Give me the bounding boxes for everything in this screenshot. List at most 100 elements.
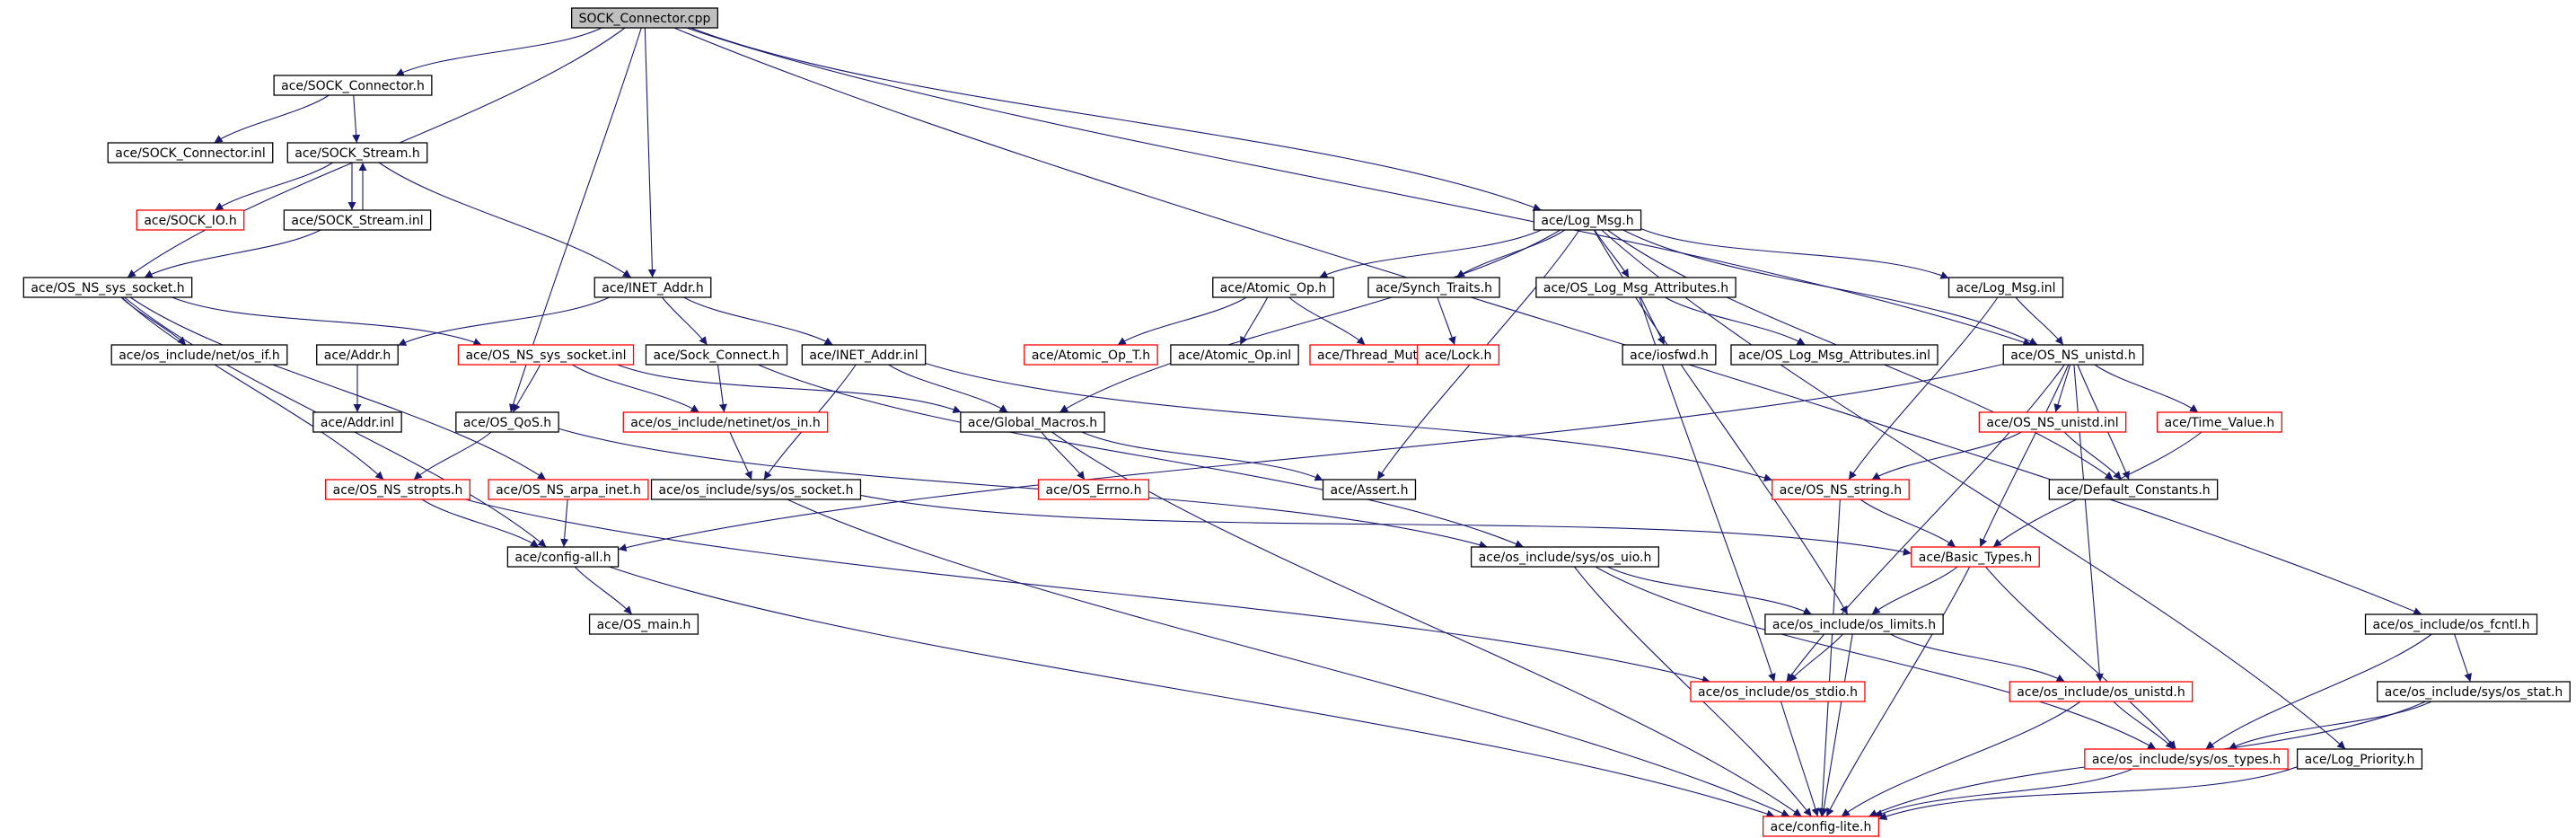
node-box	[312, 411, 402, 433]
node-ace-log-msg-inl[interactable]: ace/Log_Msg.inl	[1947, 277, 2064, 298]
edge-ace-os-ns-unistd-h-to-ace-os-include-os-unistd-h	[2073, 364, 2104, 683]
node-box	[1762, 816, 1880, 837]
edge-ace-os-ns-string-h-to-ace-basic-types-h	[1859, 498, 1956, 548]
edge-ace-os-include-sys-os-types-h-to-ace-config-lite-h	[1874, 768, 2133, 817]
node-ace-inet-addr-inl[interactable]: ace/INET_Addr.inl	[801, 344, 927, 366]
node-ace-os-include-sys-os-socket-h[interactable]: ace/os_include/sys/os_socket.h	[650, 479, 862, 500]
node-ace-os-include-sys-os-types-h[interactable]: ace/os_include/sys/os_types.h	[2084, 748, 2289, 770]
node-label: ace/os_include/os_unistd.h	[2017, 685, 2185, 700]
edge-ace-os-qos-h-to-ace-os-include-sys-os-uio-h	[558, 428, 1488, 549]
node-ace-sock-io-h[interactable]: ace/SOCK_IO.h	[136, 209, 245, 231]
node-label: ace/os_include/sys/os_stat.h	[2385, 685, 2563, 700]
node-box	[1911, 546, 2040, 568]
node-label: ace/OS_Log_Msg_Attributes.h	[1543, 281, 1728, 296]
node-box	[2296, 748, 2423, 770]
node-ace-config-lite-h[interactable]: ace/config-lite.h	[1762, 816, 1880, 837]
edge-ace-os-include-sys-os-uio-h-to-ace-os-include-sys-os-types-h	[1595, 566, 2157, 750]
edge-ace-os-ns-sys-socket-h-to-ace-os-ns-arpa-inet-h	[129, 296, 547, 481]
node-ace-sock-stream-inl[interactable]: ace/SOCK_Stream.inl	[283, 209, 432, 231]
node-label: ace/os_include/os_limits.h	[1772, 618, 1936, 632]
node-ace-os-ns-arpa-inet-h[interactable]: ace/OS_NS_arpa_inet.h	[488, 479, 649, 500]
node-ace-lock-h[interactable]: ace/Lock.h	[1416, 344, 1500, 366]
node-ace-log-priority-h[interactable]: ace/Log_Priority.h	[2296, 748, 2423, 770]
node-ace-os-include-net-os-if-h[interactable]: ace/os_include/net/os_if.h	[110, 344, 288, 366]
node-ace-os-ns-string-h[interactable]: ace/OS_NS_string.h	[1772, 479, 1910, 500]
node-box	[22, 277, 193, 298]
edge-ace-os-ns-sys-socket-h-to-ace-os-include-net-os-if-h	[120, 296, 187, 346]
node-ace-os-main-h[interactable]: ace/OS_main.h	[588, 613, 699, 635]
node-label: ace/Atomic_Op.inl	[1178, 348, 1291, 363]
node-label: ace/Global_Macros.h	[968, 416, 1097, 430]
edge-ace-log-msg-h-to-ace-os-log-msg-attributes-h	[1594, 229, 1630, 278]
edge-ace-global-macros-h-to-ace-assert-h	[1081, 431, 1323, 481]
node-label: ace/Default_Constants.h	[2056, 483, 2210, 498]
node-ace-basic-types-h[interactable]: ace/Basic_Types.h	[1911, 546, 2040, 568]
edge-ace-os-ns-unistd-h-to-ace-config-all-h	[618, 363, 2004, 552]
node-box	[1367, 277, 1500, 298]
node-ace-os-include-sys-os-uio-h[interactable]: ace/os_include/sys/os_uio.h	[1470, 546, 1660, 568]
node-ace-os-log-msg-attributes-h[interactable]: ace/OS_Log_Msg_Attributes.h	[1535, 277, 1736, 298]
edge-ace-os-include-sys-os-stat-h-to-ace-os-include-sys-os-types-h	[2228, 701, 2432, 750]
edge-ace-sock-connect-h-to-ace-os-include-sys-os-uio-h	[757, 364, 1525, 548]
node-ace-os-ns-unistd-inl[interactable]: ace/OS_NS_unistd.inl	[1978, 411, 2127, 433]
node-ace-sock-connector-h[interactable]: ace/SOCK_Connector.h	[273, 75, 433, 96]
node-ace-os-include-netinet-os-in-h[interactable]: ace/os_include/netinet/os_in.h	[622, 411, 829, 433]
node-ace-os-errno-h[interactable]: ace/OS_Errno.h	[1037, 479, 1150, 500]
edge-ace-os-ns-sys-socket-h-to-ace-os-ns-stropts-h	[121, 296, 384, 481]
node-ace-os-include-os-fcntl-h[interactable]: ace/os_include/os_fcntl.h	[2364, 613, 2538, 635]
node-ace-os-include-sys-os-stat-h[interactable]: ace/os_include/sys/os_stat.h	[2377, 681, 2571, 702]
node-ace-os-include-os-stdio-h[interactable]: ace/os_include/os_stdio.h	[1690, 681, 1866, 702]
node-sock-connector-cpp[interactable]: SOCK_Connector.cpp	[570, 7, 719, 29]
edge-sock-connector-cpp-to-ace-os-include-os-fcntl-h	[673, 27, 2422, 615]
node-ace-os-include-os-unistd-h[interactable]: ace/os_include/os_unistd.h	[2009, 681, 2194, 702]
node-ace-config-all-h[interactable]: ace/config-all.h	[506, 546, 620, 568]
node-box	[1533, 209, 1642, 231]
node-ace-iosfwd-h[interactable]: ace/iosfwd.h	[1622, 344, 1717, 366]
node-label: ace/SOCK_IO.h	[144, 214, 236, 228]
node-label: ace/Sock_Connect.h	[653, 348, 779, 363]
node-ace-os-ns-stropts-h[interactable]: ace/OS_NS_stropts.h	[325, 479, 470, 500]
node-ace-os-ns-sys-socket-h[interactable]: ace/OS_NS_sys_socket.h	[22, 277, 193, 298]
node-label: ace/config-all.h	[514, 551, 611, 565]
node-ace-atomic-op-inl[interactable]: ace/Atomic_Op.inl	[1170, 344, 1299, 366]
edge-ace-sock-connector-h-to-ace-sock-connector-inl	[214, 94, 330, 144]
edge-ace-os-ns-sys-socket-inl-to-ace-global-macros-h	[617, 364, 962, 414]
edge-ace-os-include-sys-os-socket-h-to-ace-basic-types-h	[860, 494, 1912, 556]
node-ace-os-include-os-limits-h[interactable]: ace/os_include/os_limits.h	[1764, 613, 1944, 635]
node-ace-assert-h[interactable]: ace/Assert.h	[1322, 479, 1417, 500]
node-ace-os-ns-sys-socket-inl[interactable]: ace/OS_NS_sys_socket.inl	[457, 344, 635, 366]
node-label: ace/SOCK_Stream.h	[295, 146, 419, 161]
node-ace-os-ns-unistd-h[interactable]: ace/OS_NS_unistd.h	[2002, 344, 2144, 366]
node-box	[316, 344, 399, 366]
node-label: ace/Addr.inl	[321, 416, 394, 430]
node-box	[1690, 681, 1866, 702]
node-ace-inet-addr-h[interactable]: ace/INET_Addr.h	[593, 277, 712, 298]
edge-ace-inet-addr-h-to-ace-addr-h	[398, 296, 610, 347]
node-ace-sock-connector-inl[interactable]: ace/SOCK_Connector.inl	[107, 142, 274, 163]
node-box	[1772, 479, 1910, 500]
node-label: ace/OS_Errno.h	[1046, 483, 1142, 498]
node-ace-log-msg-h[interactable]: ace/Log_Msg.h	[1533, 209, 1642, 231]
node-ace-os-qos-h[interactable]: ace/OS_QoS.h	[455, 411, 559, 433]
node-ace-thread-mutex-h[interactable]: ace/Thread_Mutex.h	[1309, 344, 1453, 366]
node-label: ace/INET_Addr.h	[602, 281, 704, 296]
node-box	[110, 344, 288, 366]
node-label: ace/os_include/sys/os_socket.h	[659, 483, 854, 498]
node-ace-sock-stream-h[interactable]: ace/SOCK_Stream.h	[286, 142, 428, 163]
edge-ace-sock-stream-h-to-ace-inet-addr-h	[378, 162, 632, 278]
node-ace-addr-inl[interactable]: ace/Addr.inl	[312, 411, 402, 433]
node-ace-global-macros-h[interactable]: ace/Global_Macros.h	[960, 411, 1105, 433]
node-ace-time-value-h[interactable]: ace/Time_Value.h	[2157, 411, 2282, 433]
node-ace-sock-connect-h[interactable]: ace/Sock_Connect.h	[645, 344, 788, 366]
edge-ace-os-include-os-unistd-h-to-ace-os-include-sys-os-types-h	[2113, 701, 2175, 750]
node-box	[593, 277, 712, 298]
node-ace-os-log-msg-attributes-inl[interactable]: ace/OS_Log_Msg_Attributes.inl	[1730, 344, 1939, 366]
edge-ace-inet-addr-h-to-ace-sock-connect-h	[661, 296, 708, 346]
node-box	[488, 479, 649, 500]
node-ace-synch-traits-h[interactable]: ace/Synch_Traits.h	[1367, 277, 1500, 298]
node-ace-atomic-op-h[interactable]: ace/Atomic_Op.h	[1212, 277, 1334, 298]
node-ace-addr-h[interactable]: ace/Addr.h	[316, 344, 399, 366]
node-label: ace/OS_QoS.h	[463, 416, 551, 430]
node-ace-default-constants-h[interactable]: ace/Default_Constants.h	[2048, 479, 2219, 500]
node-ace-atomic-op-t-h[interactable]: ace/Atomic_Op_T.h	[1024, 344, 1158, 366]
